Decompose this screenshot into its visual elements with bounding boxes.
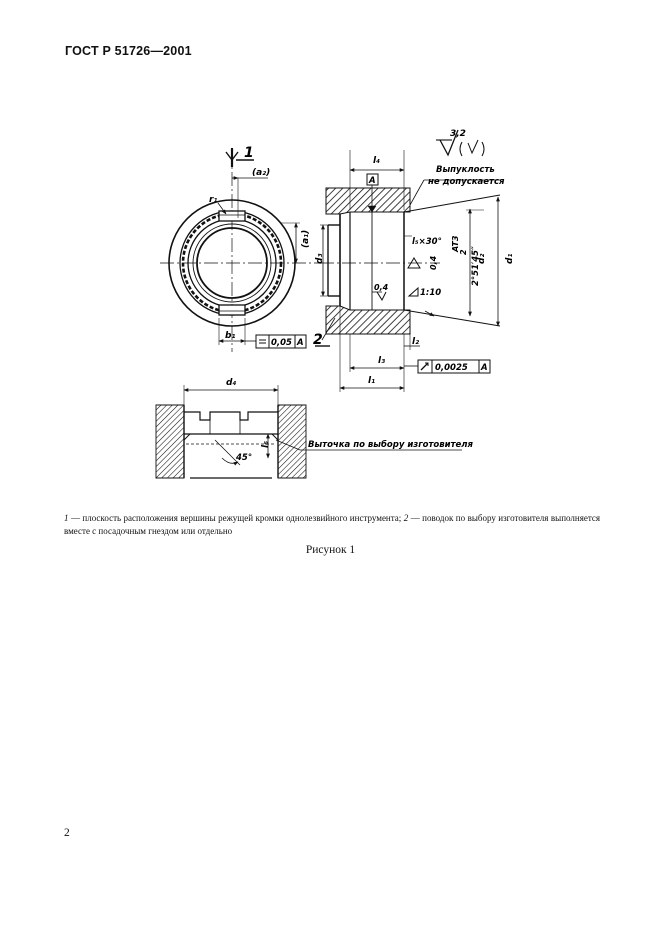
dim-a1-label: (a₁)	[301, 230, 311, 248]
angle-45-label: 45°	[235, 453, 252, 463]
dim-r1-label: r₁	[209, 195, 217, 205]
figure-caption: 1 — плоскость расположения вершины режущ…	[64, 512, 600, 538]
top-view	[160, 148, 336, 352]
dim-l3-label: l₃	[378, 356, 385, 366]
dim-a2-label: (a₂)	[252, 168, 270, 178]
caption-marker-1: 1	[64, 513, 69, 523]
tolerance-value: 0,05	[271, 338, 292, 348]
caption-marker-2: 2	[403, 513, 409, 523]
dim-d4-label: d₄	[226, 378, 236, 388]
caption-text-2: — поводок по выбору изготовителя выполня…	[64, 513, 601, 536]
page-number: 2	[64, 827, 70, 839]
section-view	[320, 129, 501, 392]
caption-text-1: — плоскость расположения вершины режущей…	[68, 513, 404, 523]
dim-d1-label: d₁	[505, 254, 515, 264]
runout-value: 0,0025	[435, 363, 468, 373]
dim-d3-label: d₃	[315, 254, 325, 264]
roughness-04-left: 0,4	[374, 283, 389, 292]
runout-datum: A	[480, 363, 488, 373]
note-line-1: Выпуклость	[436, 165, 495, 175]
dim-l2-label: l₂	[412, 337, 419, 347]
angle-tolerance: AT3	[451, 235, 460, 253]
angle-tolerance-div: 2	[459, 249, 468, 255]
dim-l6-label: l₆	[261, 441, 271, 448]
document-header: ГОСТ Р 51726—2001	[65, 44, 192, 58]
dim-b1-label: b₁	[225, 331, 235, 341]
roughness-04-taper: 0,4	[429, 255, 438, 270]
dim-l5-label: l₅×30°	[412, 237, 442, 247]
note-line-2: не допускается	[428, 177, 505, 187]
dim-l1-label: l₁	[368, 376, 375, 386]
dim-l4-label: l₄	[373, 156, 380, 166]
groove-view	[155, 385, 462, 479]
tolerance-datum: A	[296, 338, 304, 348]
figure-title: Рисунок 1	[305, 544, 356, 556]
marker-1-label: 1	[244, 145, 254, 161]
groove-note: Выточка по выбору изготовителя	[308, 439, 474, 450]
roughness-value: 3,2	[450, 129, 466, 139]
taper-ratio: 1:10	[420, 288, 441, 298]
angle-label: 2°51′45″	[471, 246, 481, 286]
dim-d2-label: d₂	[477, 254, 487, 264]
datum-a-label: A	[368, 176, 376, 186]
marker-2-label: 2	[313, 332, 323, 348]
